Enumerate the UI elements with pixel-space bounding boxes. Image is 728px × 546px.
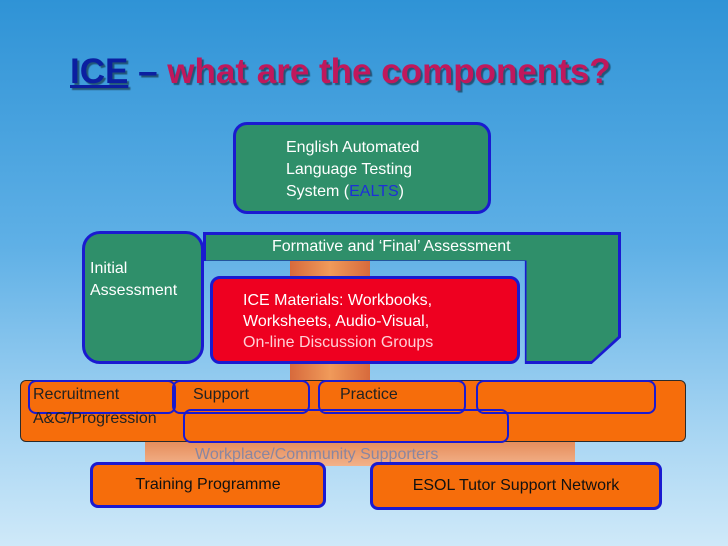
support-outline	[172, 380, 310, 414]
practice-label: Practice	[340, 386, 398, 403]
materials-line-2: Worksheets, Audio-Visual,	[243, 313, 430, 330]
recruitment-label: Recruitment	[33, 386, 120, 403]
materials-line-3: On-line Discussion Groups	[243, 334, 434, 351]
training-programme-box: Training Programme	[90, 462, 326, 508]
title-rest: what are the components?	[167, 52, 611, 91]
title-ice: ICE	[70, 52, 129, 91]
materials-text: ICE Materials: Workbooks, Worksheets, Au…	[243, 290, 433, 353]
initial-assessment-box: Initial Assessment	[82, 231, 204, 364]
progression-outline	[183, 409, 509, 443]
workplace-label: Workplace/Community Supporters	[195, 446, 439, 463]
page-title: ICE – what are the components?	[70, 52, 611, 92]
support-label: Support	[193, 386, 250, 403]
ealts-line-2: Language Testing	[286, 161, 413, 178]
empty-outline	[476, 380, 656, 414]
initial-text: Initial Assessment	[90, 258, 177, 302]
ealts-line-3-prefix: System (	[286, 183, 350, 200]
ealts-line-3-suffix: )	[398, 183, 404, 200]
ealts-line-1: English Automated	[286, 139, 420, 156]
base-strip	[145, 440, 575, 466]
initial-line-1: Initial	[90, 260, 128, 277]
ealts-text: English Automated Language Testing Syste…	[286, 137, 419, 203]
formative-label: Formative and ‘Final’ Assessment	[272, 238, 511, 255]
initial-line-2: Assessment	[90, 282, 178, 299]
ealts-line-3: System (EALTS)	[286, 181, 419, 203]
title-dash: –	[128, 52, 168, 91]
ealts-box: English Automated Language Testing Syste…	[233, 122, 491, 214]
practice-outline	[318, 380, 466, 414]
materials-line-1: ICE Materials: Workbooks,	[243, 292, 433, 309]
recruitment-outline	[28, 380, 176, 414]
esol-tutor-box: ESOL Tutor Support Network	[370, 462, 662, 510]
ealts-link[interactable]: EALTS	[349, 183, 399, 200]
progression-label: A&G/Progression	[33, 410, 157, 427]
ice-materials-box: ICE Materials: Workbooks, Worksheets, Au…	[210, 276, 520, 364]
